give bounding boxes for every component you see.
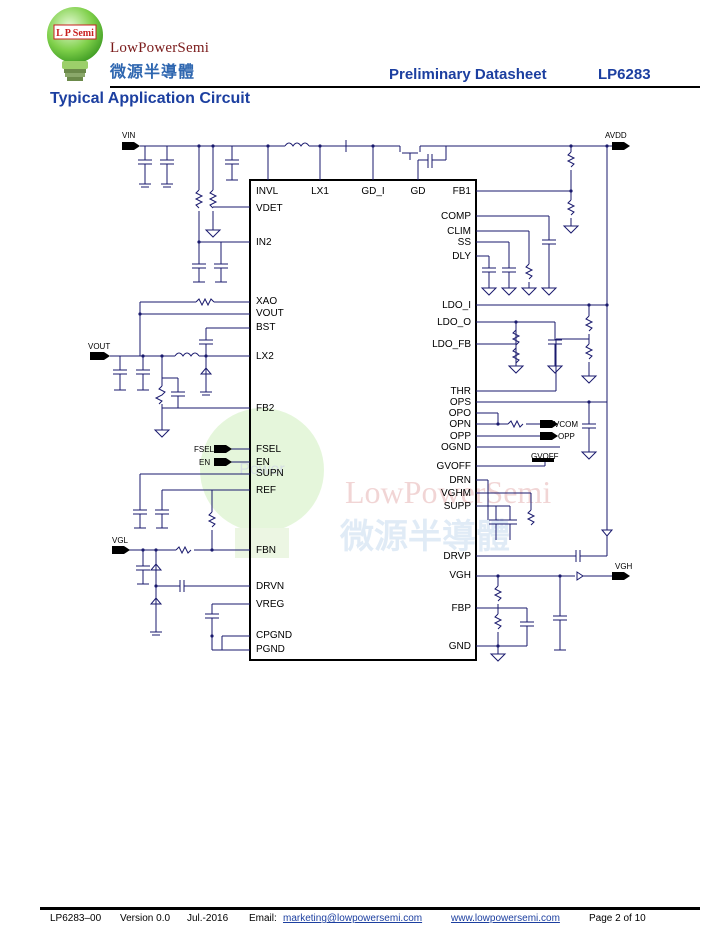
port-avdd-label: AVDD [605,131,627,140]
pin-gvoff: GVOFF [437,461,471,472]
pin-drvn: DRVN [256,581,284,592]
pin-bst: BST [256,322,275,333]
brand-name-cn: 微源半導體 [110,64,196,81]
port-fsel-label: FSEL [194,445,215,454]
pin-cpgnd: CPGND [256,630,292,641]
pin-ldo-o: LDO_O [437,317,471,328]
pin-opo: OPO [449,408,471,419]
pin-vghm: VGHM [441,488,471,499]
pin-opn: OPN [449,419,471,430]
logo-badge-text: L P Semi [56,28,94,39]
gvoff-port [532,458,554,462]
pin-lx2: LX2 [256,351,274,362]
watermark: Power LowPowerSemi 微源半導體 [200,408,551,558]
avdd-port [612,142,630,150]
vout-port [90,352,110,360]
pin-ss: SS [458,237,472,248]
pin-xao: XAO [256,296,277,307]
vgh-port [612,572,630,580]
pin-en: EN [256,457,270,468]
port-vin-label: VIN [122,131,136,140]
vin-port [122,142,140,150]
watermark-brand-cn: 微源半導體 [339,518,510,556]
pin-lx1: LX1 [311,186,329,197]
pin-vdet: VDET [256,203,283,214]
pin-dly: DLY [452,251,471,262]
logo-bulb-icon: L P Semi [47,7,103,81]
pin-thr: THR [450,386,471,397]
footer-divider [40,907,700,910]
part-number: LP6283 [598,66,651,83]
pin-vout: VOUT [256,308,284,319]
pin-fb1: FB1 [453,186,472,197]
watermark-brand-en: LowPowerSemi [345,474,551,510]
pin-fbn: FBN [256,545,276,556]
pin-drn: DRN [449,475,471,486]
pin-gd: GD [411,186,426,197]
vcom-port [540,420,558,428]
pin-ref: REF [256,485,276,496]
footer-email-link[interactable]: marketing@lowpowersemi.com [283,913,423,924]
pin-fsel: FSEL [256,444,281,455]
pin-ognd: OGND [441,442,471,453]
pin-comp: COMP [441,211,471,222]
port-gvoff-label: GVOFF [531,452,559,461]
pin-ops: OPS [450,397,471,408]
ic-body [249,179,477,661]
port-vgl-label: VGL [112,536,129,545]
footer-doc-id: LP6283–00 [50,913,102,924]
footer-version: Version 0.0 [120,913,171,924]
vgl-port [112,546,130,554]
pin-invl: INVL [256,186,279,197]
footer-website-link[interactable]: www.lowpowersemi.com [451,913,560,924]
header-divider [110,86,700,88]
en-port [214,458,232,466]
pin-fbp: FBP [452,603,472,614]
section-title: Typical Application Circuit [50,90,251,107]
pin-opp: OPP [450,431,471,442]
pin-ldo-i: LDO_I [442,300,471,311]
document-type: Preliminary Datasheet [389,66,547,83]
pin-ldo-fb: LDO_FB [432,339,471,350]
pin-supp: SUPP [444,501,472,512]
pin-vreg: VREG [256,599,285,610]
pin-drvp: DRVP [443,551,471,562]
port-en-label: EN [199,458,210,467]
pin-fb2: FB2 [256,403,275,414]
pin-clim: CLIM [447,226,471,237]
port-opp-label: OPP [558,432,575,441]
footer-email-label: Email: [249,913,277,924]
port-vcom-label: VCOM [554,420,578,429]
port-vgh-label: VGH [615,562,633,571]
opp-port [540,432,558,440]
fsel-port [214,445,232,453]
pin-gd-i: GD_I [361,186,384,197]
pin-in2: IN2 [256,237,272,248]
footer-date: Jul.-2016 [187,913,229,924]
pin-vgh: VGH [449,570,471,581]
application-circuit-diagram: Power LowPowerSemi 微源半導體 [88,131,633,662]
brand-name-en: LowPowerSemi [110,40,210,56]
pin-supn: SUPN [256,468,284,479]
footer-page-number: Page 2 of 10 [589,913,646,924]
pin-gnd: GND [449,641,471,652]
pin-pgnd: PGND [256,644,285,655]
port-vout-label: VOUT [88,342,110,351]
